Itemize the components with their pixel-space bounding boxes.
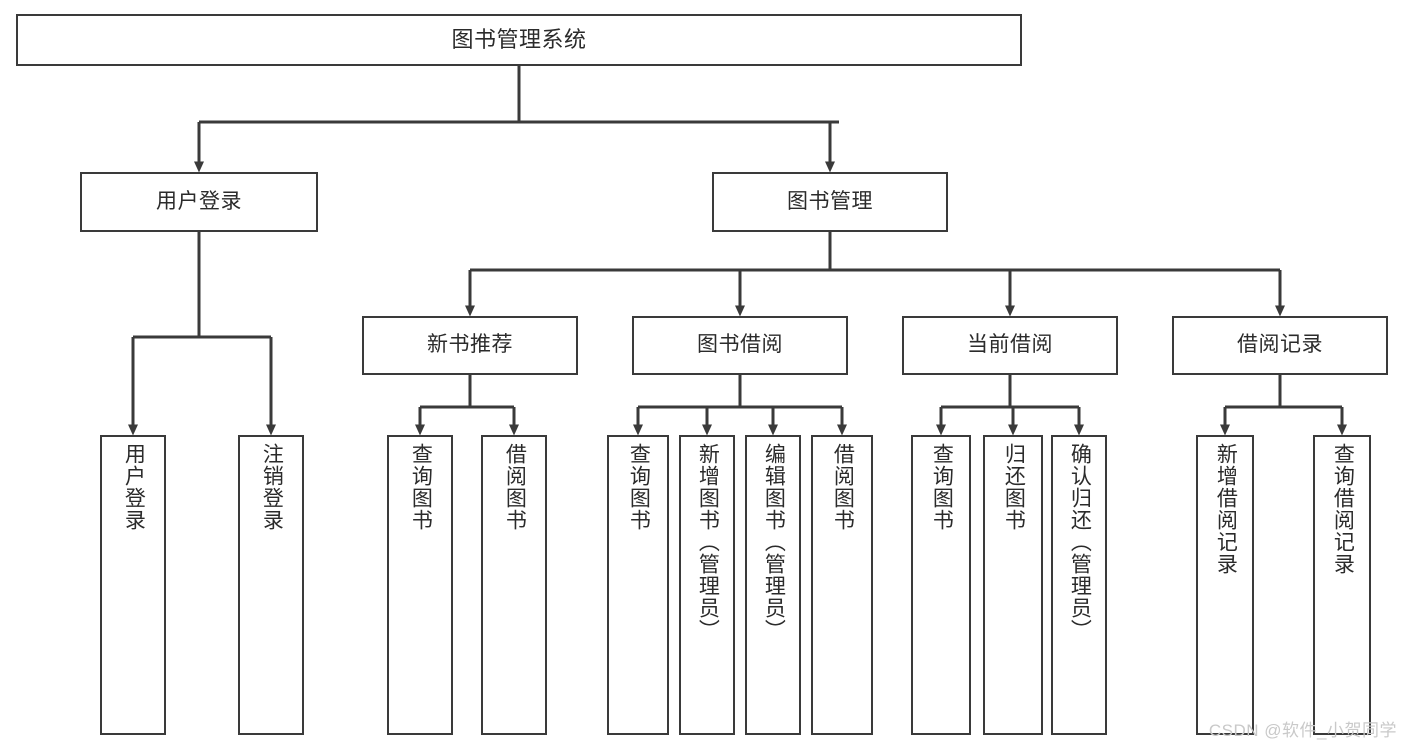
leaf-query-books-current[interactable]: 查询图书 [911, 435, 971, 735]
node-label: 确认归还（管理员） [1068, 443, 1092, 641]
node-current-borrow[interactable]: 当前借阅 [902, 316, 1118, 375]
node-label: 借阅图书 [831, 443, 855, 531]
node-book-borrow[interactable]: 图书借阅 [632, 316, 848, 375]
node-book-management[interactable]: 图书管理 [712, 172, 948, 232]
leaf-return-book[interactable]: 归还图书 [983, 435, 1043, 735]
leaf-query-books-newbooks[interactable]: 查询图书 [387, 435, 453, 735]
leaf-add-book-admin[interactable]: 新增图书（管理员） [679, 435, 735, 735]
node-label: 当前借阅 [967, 333, 1053, 357]
node-label: 新增图书（管理员） [696, 443, 720, 641]
node-label: 新书推荐 [427, 333, 513, 357]
node-new-book-recommend[interactable]: 新书推荐 [362, 316, 578, 375]
node-label: 图书管理系统 [451, 27, 587, 53]
leaf-query-books-borrow[interactable]: 查询图书 [607, 435, 669, 735]
node-label: 查询借阅记录 [1331, 443, 1355, 575]
leaf-user-login[interactable]: 用户登录 [100, 435, 166, 735]
node-label: 归还图书 [1002, 443, 1026, 531]
node-label: 用户登录 [156, 189, 242, 213]
node-label: 图书借阅 [697, 333, 783, 357]
leaf-query-borrow-record[interactable]: 查询借阅记录 [1313, 435, 1371, 735]
node-borrow-record[interactable]: 借阅记录 [1172, 316, 1388, 375]
leaf-borrow-books-newbooks[interactable]: 借阅图书 [481, 435, 547, 735]
leaf-edit-book-admin[interactable]: 编辑图书（管理员） [745, 435, 801, 735]
node-label: 查询图书 [627, 443, 651, 531]
leaf-logout[interactable]: 注销登录 [238, 435, 304, 735]
node-book-management-system[interactable]: 图书管理系统 [16, 14, 1022, 66]
leaf-confirm-return-admin[interactable]: 确认归还（管理员） [1051, 435, 1107, 735]
node-label: 查询图书 [930, 443, 954, 531]
node-label: 查询图书 [409, 443, 433, 531]
node-label: 图书管理 [787, 189, 873, 213]
node-label: 用户登录 [122, 443, 146, 531]
leaf-borrow-books-borrow[interactable]: 借阅图书 [811, 435, 873, 735]
node-label: 借阅图书 [503, 443, 527, 531]
node-label: 注销登录 [260, 443, 284, 531]
node-label: 新增借阅记录 [1214, 443, 1238, 575]
node-label: 编辑图书（管理员） [762, 443, 786, 641]
node-user-login[interactable]: 用户登录 [80, 172, 318, 232]
leaf-add-borrow-record[interactable]: 新增借阅记录 [1196, 435, 1254, 735]
node-label: 借阅记录 [1237, 333, 1323, 357]
